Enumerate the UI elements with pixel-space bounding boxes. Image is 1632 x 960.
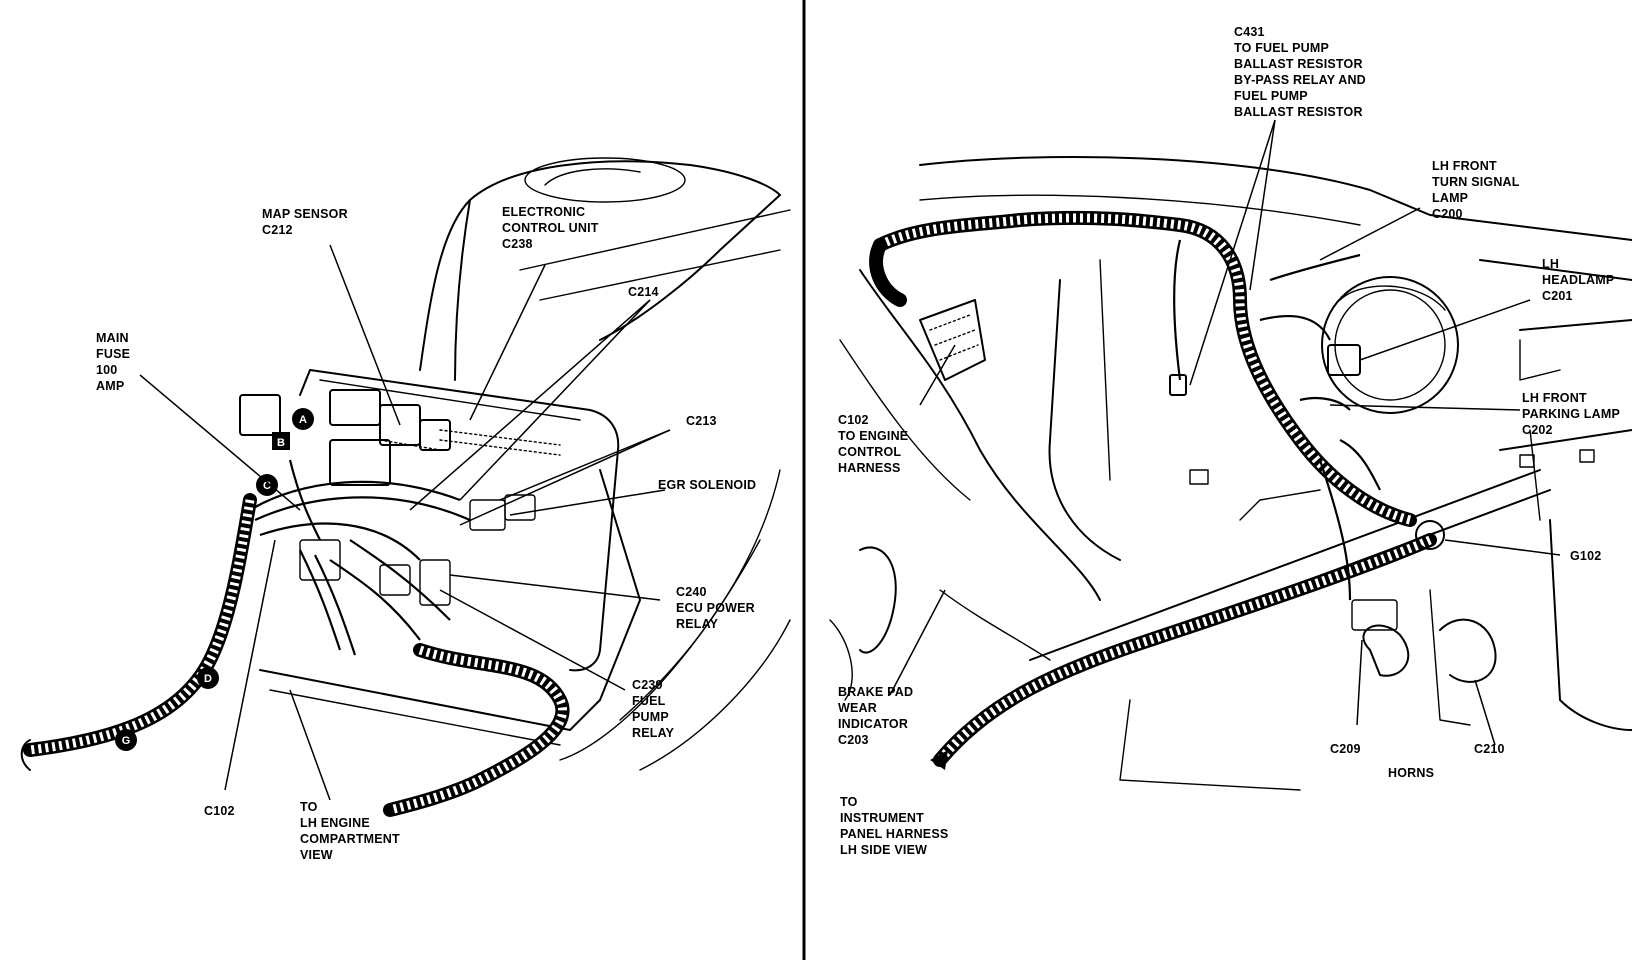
label-map-sensor: MAP SENSOR C212	[262, 207, 352, 237]
marker-a: A	[299, 414, 307, 426]
label-horns: HORNS	[1388, 766, 1434, 780]
marker-g: G	[122, 735, 131, 747]
label-c214: C214	[628, 285, 659, 299]
marker-b: B	[277, 437, 285, 449]
label-ecu: ELECTRONIC CONTROL UNIT C238	[502, 205, 602, 251]
left-labels: MAP SENSOR C212 ELECTRONIC CONTROL UNIT …	[96, 205, 759, 862]
right-leader-lines	[889, 119, 1561, 746]
marker-d: D	[204, 673, 212, 685]
label-egr-solenoid: EGR SOLENOID	[658, 478, 756, 492]
right-engine-bay-illustration	[829, 156, 1632, 791]
label-c209: C209	[1330, 742, 1361, 756]
left-engine-illustration: A B C D G	[20, 157, 791, 817]
label-c102-engine-harness: C102 TO ENGINE CONTROL HARNESS	[838, 413, 912, 475]
label-g102: G102	[1570, 549, 1601, 563]
label-lh-front-turn-signal: LH FRONT TURN SIGNAL LAMP C200	[1432, 159, 1523, 221]
label-c102-left: C102	[204, 804, 235, 818]
label-to-lh-engine: TO LH ENGINE COMPARTMENT VIEW	[300, 800, 404, 862]
label-brake-pad-wear: BRAKE PAD WEAR INDICATOR C203	[838, 685, 917, 747]
label-to-instrument-panel: TO INSTRUMENT PANEL HARNESS LH SIDE VIEW	[840, 795, 952, 857]
label-main-fuse: MAIN FUSE 100 AMP	[96, 331, 134, 393]
left-leader-lines	[139, 244, 671, 801]
marker-c: C	[263, 480, 271, 492]
right-labels: C431 TO FUEL PUMP BALLAST RESISTOR BY-PA…	[838, 25, 1623, 857]
label-lh-front-parking-lamp: LH FRONT PARKING LAMP C202	[1522, 391, 1623, 437]
label-c213: C213	[686, 414, 717, 428]
label-c239: C239 FUEL PUMP RELAY	[632, 678, 675, 740]
label-c431: C431 TO FUEL PUMP BALLAST RESISTOR BY-PA…	[1234, 25, 1370, 119]
label-c210: C210	[1474, 742, 1505, 756]
label-c240: C240 ECU POWER RELAY	[676, 585, 759, 631]
label-lh-headlamp: LH HEADLAMP C201	[1542, 257, 1618, 303]
